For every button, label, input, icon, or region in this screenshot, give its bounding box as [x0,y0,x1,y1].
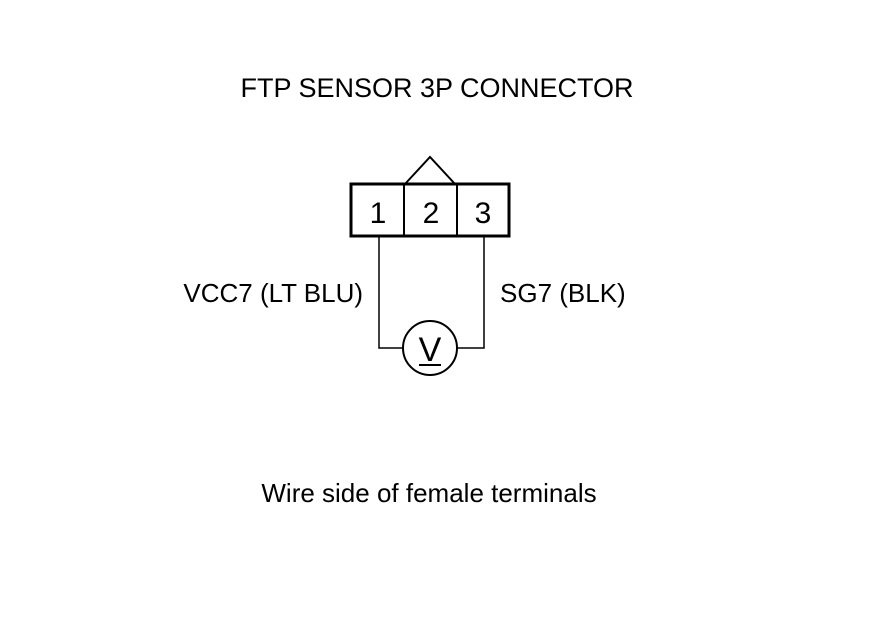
pin-number-2: 2 [423,197,440,230]
voltmeter-symbol: V [419,331,442,369]
wire-label-sg7: SG7 (BLK) [500,278,626,308]
connector-lock-tab [404,155,456,185]
wire-label-vcc7: VCC7 (LT BLU) [183,278,363,308]
probe-wire-right [458,236,485,349]
diagram-title: FTP SENSOR 3P CONNECTOR [240,73,633,103]
voltmeter-icon: V [402,320,458,376]
pin-number-3: 3 [475,197,492,230]
probe-wire-left [378,236,403,349]
connector-housing [349,182,511,238]
pin-number-1: 1 [370,197,387,230]
diagram-caption: Wire side of female terminals [261,478,596,508]
